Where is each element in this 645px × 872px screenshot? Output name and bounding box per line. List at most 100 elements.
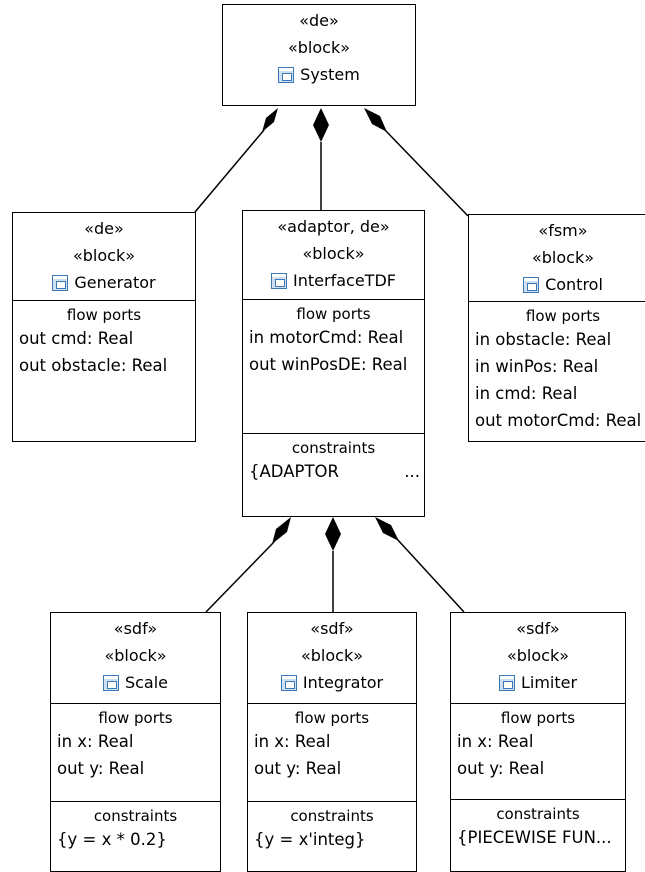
block-header: «de» «block» Generator (13, 213, 195, 300)
flow-ports-compartment: flow ports in x: Real out y: Real (51, 703, 220, 801)
stereotype-block: «block» (300, 646, 364, 665)
constraints-compartment: constraints {ADAPTOR ... (243, 433, 424, 485)
filled-diamond-icon (272, 517, 291, 544)
flow-port[interactable]: in motorCmd: Real (249, 328, 404, 347)
stereotype-de: «de» (299, 11, 339, 30)
stereotype-block: «block» (506, 646, 570, 665)
composition-system-interface[interactable] (313, 108, 329, 210)
block-system[interactable]: «de» «block» System (222, 4, 416, 106)
compartment-title: flow ports (525, 307, 601, 325)
block-integrator[interactable]: «sdf» «block» Integrator flow ports in x… (247, 612, 417, 872)
block-name: Control (469, 271, 645, 298)
block-name: System (223, 61, 415, 88)
block-header: «sdf» «block» Scale (51, 613, 220, 703)
stereotype-sdf: «sdf» (113, 619, 158, 638)
flow-port[interactable]: out y: Real (457, 759, 545, 778)
flow-port[interactable]: in winPos: Real (475, 357, 599, 376)
compartment-title: flow ports (294, 709, 370, 727)
flow-ports-compartment: flow ports in x: Real out y: Real (248, 703, 416, 801)
stereotype-sdf: «sdf» (310, 619, 354, 638)
composition-interface-limiter[interactable] (375, 517, 465, 613)
compartment-title: constraints (290, 807, 374, 825)
block-icon (52, 274, 69, 291)
filled-diamond-icon (364, 108, 387, 132)
block-name: Generator (13, 269, 195, 296)
block-header: «sdf» «block» Integrator (248, 613, 416, 703)
truncation-ellipsis: ... (404, 462, 420, 481)
filled-diamond-icon (375, 517, 399, 541)
flow-port[interactable]: in x: Real (254, 732, 331, 751)
flow-port[interactable]: in x: Real (457, 732, 534, 751)
block-name: Integrator (248, 669, 416, 696)
block-icon (102, 674, 119, 691)
flow-port[interactable]: out y: Real (254, 759, 342, 778)
stereotype-adaptor-de: «adaptor, de» (277, 217, 390, 236)
flow-ports-compartment: flow ports in x: Real out y: Real (451, 703, 625, 799)
block-header: «sdf» «block» Limiter (451, 613, 625, 703)
block-icon (523, 276, 540, 293)
block-icon (498, 674, 515, 691)
constraint[interactable]: {y = x'integ} (254, 830, 366, 849)
block-name: Limiter (451, 669, 625, 696)
constraints-compartment: constraints {y = x'integ} (248, 801, 416, 853)
block-name: Scale (51, 669, 220, 696)
block-name-text: Control (545, 275, 603, 294)
block-name-text: Scale (124, 673, 169, 692)
filled-diamond-icon (262, 108, 278, 132)
filled-diamond-icon (313, 108, 329, 142)
stereotype-block: «block» (531, 248, 595, 267)
block-interfacetdf[interactable]: «adaptor, de» «block» InterfaceTDF flow … (242, 210, 425, 517)
flow-ports-compartment: flow ports out cmd: Real out obstacle: R… (13, 300, 195, 379)
flow-port[interactable]: in cmd: Real (475, 384, 578, 403)
constraints-compartment: constraints {y = x * 0.2} (51, 801, 220, 853)
block-scale[interactable]: «sdf» «block» Scale flow ports in x: Rea… (50, 612, 221, 872)
composition-interface-integrator[interactable] (325, 517, 341, 612)
constraint[interactable]: {PIECEWISE FUN... (457, 828, 612, 847)
block-control[interactable]: «fsm» «block» Control flow ports in obst… (468, 214, 645, 442)
block-header: «adaptor, de» «block» InterfaceTDF (243, 211, 424, 299)
block-icon (271, 272, 288, 289)
block-name-text: Integrator (302, 673, 384, 692)
block-header: «fsm» «block» Control (469, 215, 645, 301)
composition-system-control[interactable] (364, 108, 469, 217)
block-limiter[interactable]: «sdf» «block» Limiter flow ports in x: R… (450, 612, 626, 872)
compartment-title: constraints (496, 805, 580, 823)
filled-diamond-icon (325, 517, 341, 551)
compartment-title: flow ports (500, 709, 576, 727)
flow-ports-compartment: flow ports in obstacle: Real in winPos: … (469, 301, 645, 434)
compartment-title: flow ports (296, 305, 371, 323)
stereotype-sdf: «sdf» (516, 619, 560, 638)
flow-port[interactable]: out cmd: Real (19, 329, 134, 348)
flow-port[interactable]: out obstacle: Real (19, 356, 168, 375)
stereotype-de: «de» (84, 219, 124, 238)
compartment-title: constraints (93, 807, 178, 825)
block-name: InterfaceTDF (243, 267, 424, 294)
flow-ports-compartment: flow ports in motorCmd: Real out winPosD… (243, 299, 424, 433)
flow-port[interactable]: in obstacle: Real (475, 330, 612, 349)
stereotype-block: «block» (72, 246, 136, 265)
stereotype-fsm: «fsm» (538, 221, 588, 240)
block-generator[interactable]: «de» «block» Generator flow ports out cm… (12, 212, 196, 442)
flow-port[interactable]: in x: Real (57, 732, 134, 751)
composition-system-generator[interactable] (194, 108, 278, 213)
constraint: {ADAPTOR (249, 462, 339, 481)
block-icon (280, 674, 297, 691)
block-name-text: System (300, 65, 360, 84)
composition-interface-scale[interactable] (205, 517, 291, 613)
compartment-title: flow ports (98, 709, 173, 727)
constraint[interactable]: {y = x * 0.2} (57, 830, 167, 849)
compartment-title: flow ports (66, 306, 142, 324)
compartment-title: constraints (291, 439, 376, 457)
flow-port[interactable]: out y: Real (57, 759, 145, 778)
stereotype-block: «block» (287, 38, 351, 57)
block-header: «de» «block» System (223, 5, 415, 88)
block-icon (278, 66, 295, 83)
flow-port[interactable]: out winPosDE: Real (249, 355, 408, 374)
block-name-text: InterfaceTDF (293, 271, 396, 290)
stereotype-block: «block» (104, 646, 167, 665)
flow-port[interactable]: out motorCmd: Real (475, 411, 642, 430)
constraints-compartment: constraints {PIECEWISE FUN... (451, 799, 625, 851)
constraint-row[interactable]: {ADAPTOR ... (243, 458, 424, 485)
block-name-text: Limiter (520, 673, 578, 692)
